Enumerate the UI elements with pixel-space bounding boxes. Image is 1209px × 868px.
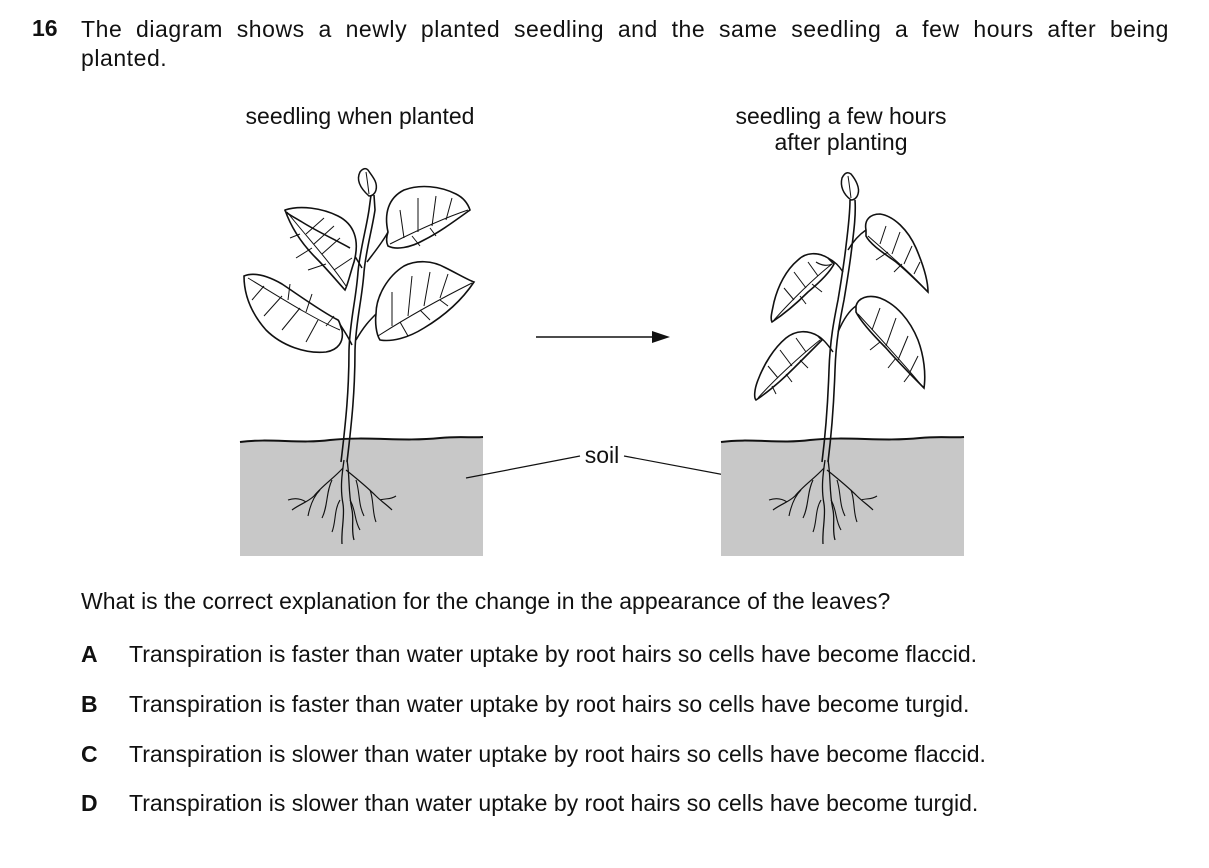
soil-block-left [240, 437, 483, 556]
option-letter: C [81, 741, 98, 767]
leaf-left-lower-left [243, 273, 344, 354]
seedling-after-planting [720, 172, 965, 556]
wilted-leaf-upper-right [864, 213, 929, 294]
soil-leader-left [465, 455, 581, 479]
label-seedling-after-planting-line2: after planting [775, 129, 908, 155]
leaf-left-upper-right [385, 185, 471, 249]
option-a[interactable]: A Transpiration is faster than water upt… [81, 641, 1181, 669]
wilted-leaf-upper-left [770, 252, 835, 324]
label-seedling-after-planting-line1: seedling a few hours [736, 103, 947, 129]
option-letter: D [81, 790, 98, 816]
question-number: 16 [32, 15, 58, 41]
option-text: Transpiration is slower than water uptak… [129, 790, 979, 816]
soil-label: soil [585, 442, 620, 468]
option-text: Transpiration is slower than water uptak… [129, 741, 986, 767]
soil-block-right [721, 437, 964, 556]
leaf-left-upper-left [284, 206, 358, 292]
leaf-left-lower-right [374, 260, 476, 342]
question-prompt: What is the correct explanation for the … [81, 588, 891, 614]
option-d[interactable]: D Transpiration is slower than water upt… [81, 790, 1181, 818]
seedling-when-planted [239, 167, 484, 556]
option-letter: A [81, 641, 98, 667]
option-b[interactable]: B Transpiration is faster than water upt… [81, 691, 1181, 719]
option-letter: B [81, 691, 98, 717]
option-text: Transpiration is faster than water uptak… [129, 691, 970, 717]
wilted-leaf-lower-left [753, 330, 824, 402]
option-text: Transpiration is faster than water uptak… [129, 641, 978, 667]
label-seedling-when-planted: seedling when planted [246, 103, 475, 129]
arrow-right [536, 331, 670, 343]
option-c[interactable]: C Transpiration is slower than water upt… [81, 741, 1181, 769]
wilted-leaf-lower-right [855, 295, 926, 390]
question-stem: The diagram shows a newly planted seedli… [81, 16, 1169, 71]
